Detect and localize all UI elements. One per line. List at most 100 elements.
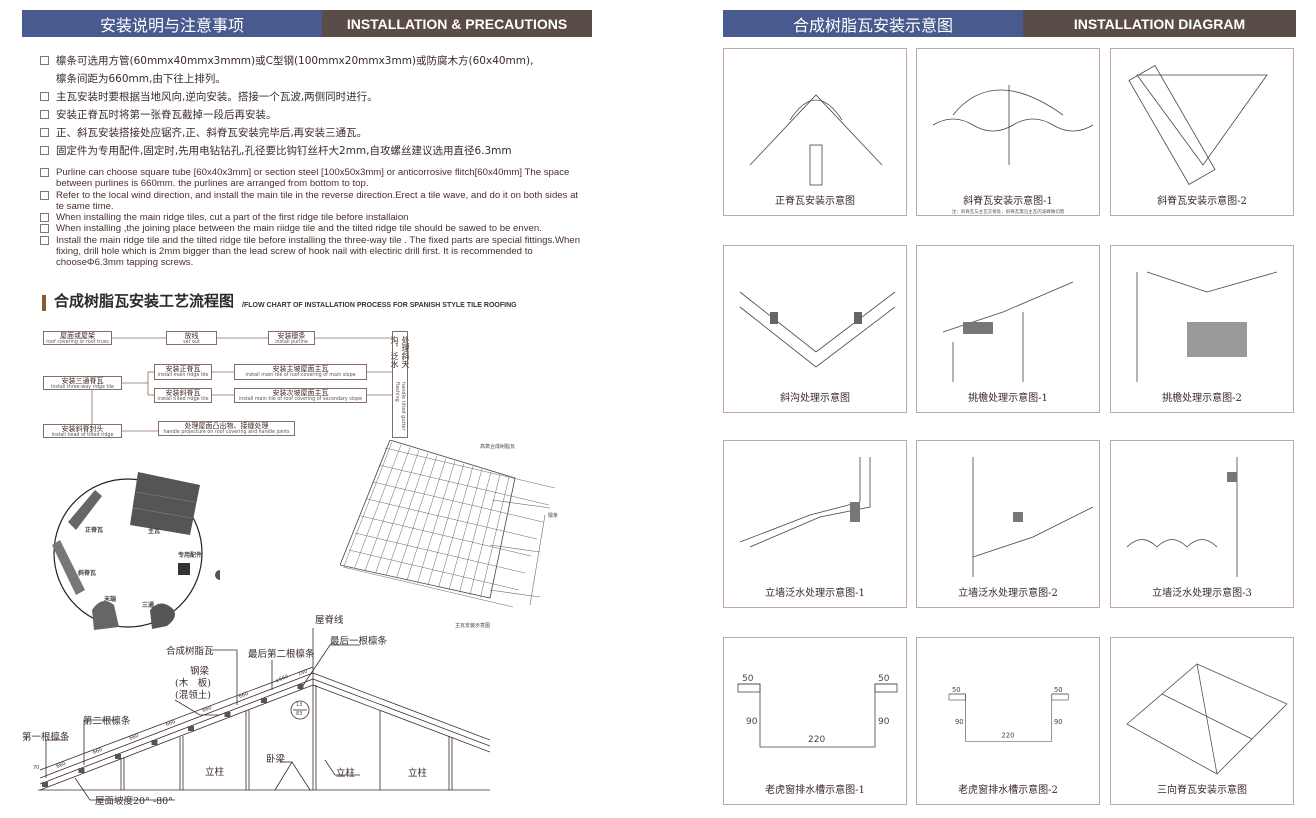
purlin-mark bbox=[261, 698, 267, 703]
tile-column bbox=[385, 452, 429, 576]
purlin-mark bbox=[297, 684, 304, 689]
tile-column bbox=[354, 444, 402, 569]
diagram-panel: 斜脊瓦安装示意图-2 bbox=[1110, 48, 1294, 216]
diagram-panel: 挑檐处理示意图-1 bbox=[916, 245, 1100, 413]
tile-row bbox=[342, 566, 514, 608]
tile-label: 高筑合成树脂瓦 bbox=[480, 444, 516, 450]
tile-column bbox=[364, 447, 411, 571]
three-way-tile-image bbox=[150, 603, 176, 629]
purlin-mark bbox=[224, 712, 231, 717]
main-tile-image bbox=[130, 472, 200, 535]
panel-caption: 正脊瓦安装示意图 bbox=[775, 196, 855, 207]
tile-row bbox=[348, 549, 520, 591]
diagram-panel: 立墙泛水处理示意图-2 bbox=[916, 440, 1100, 608]
fitting-image bbox=[178, 563, 190, 575]
purlin-mark bbox=[188, 726, 194, 731]
note-cn-item: 安装正脊瓦时将第一张脊瓦截掉一段后再安装。 bbox=[40, 106, 533, 124]
checkbox-icon bbox=[40, 92, 49, 101]
tile-column bbox=[480, 477, 510, 598]
technical-drawing bbox=[739, 457, 871, 548]
panel-caption: 斜脊瓦安装示意图-1 bbox=[963, 196, 1053, 207]
notes-cn: 檩条可选用方管(60mmx40mmx3mmm)或C型钢(100mmx20mmx3… bbox=[40, 52, 533, 160]
diagram-panel: 挑檐处理示意图-2 bbox=[1110, 245, 1294, 413]
tile-column bbox=[448, 468, 483, 591]
tile-row bbox=[360, 515, 532, 557]
tile-column bbox=[417, 460, 456, 583]
note-en-item: Install the main ridge tile and the tilt… bbox=[40, 235, 585, 269]
flange-dim: 50 bbox=[1054, 686, 1063, 694]
flowchart-title: 合成树脂瓦安装工艺流程图 /FLOW CHART OF INSTALLATION… bbox=[42, 290, 517, 311]
technical-drawing bbox=[972, 457, 1094, 577]
diagram-panel: 正脊瓦安装示意图 bbox=[723, 48, 907, 216]
checkbox-icon bbox=[40, 168, 49, 177]
part-label: 主瓦 bbox=[148, 528, 161, 535]
panel-caption: 老虎窗排水槽示意图-2 bbox=[958, 785, 1058, 796]
panel-caption: 立墙泛水处理示意图-2 bbox=[958, 588, 1058, 599]
tile-row bbox=[366, 498, 538, 540]
spacing-dim: 660 bbox=[238, 691, 249, 700]
diagram-panel: 立墙泛水处理示意图-3 bbox=[1110, 440, 1294, 608]
panel-caption: 三向脊瓦安装示意图 bbox=[1157, 785, 1247, 796]
technical-drawing bbox=[1128, 64, 1268, 186]
panel-note: 注：斜脊瓦与主瓦交接处，斜脊瓦需沿主瓦的波峰做切割 bbox=[951, 210, 1065, 215]
right-header-cn: 合成树脂瓦安装示意图 bbox=[723, 10, 1023, 37]
tile-column bbox=[427, 463, 465, 586]
tile-column bbox=[375, 450, 420, 574]
note-cn-item: 固定件为专用配件,固定时,先用电钻钻孔,孔径要比钩钉丝杆大2mm,自攻螺丝建议选… bbox=[40, 142, 533, 160]
tile-row bbox=[372, 481, 544, 523]
checkbox-icon bbox=[40, 110, 49, 119]
column-label: 立柱 bbox=[205, 767, 225, 778]
last-purlin-label: 最后一根檩条 bbox=[330, 636, 388, 647]
end-tile-image bbox=[92, 601, 119, 630]
note-en-item: Refer to the local wind direction, and i… bbox=[40, 190, 585, 213]
panel-caption: 立墙泛水处理示意图-1 bbox=[765, 588, 865, 599]
spacing-dim: 660 bbox=[129, 733, 140, 742]
spacing-dim: 660 bbox=[165, 719, 176, 728]
ratio-top: 13 bbox=[296, 702, 303, 708]
part-label: 斜脊瓦 bbox=[78, 570, 97, 577]
tile-column bbox=[343, 441, 393, 567]
purlin-mark bbox=[115, 754, 121, 759]
note-en-item: When installing the main ridge tiles, cu… bbox=[40, 212, 585, 223]
part-label: 专用配件 bbox=[178, 552, 203, 559]
spacing-dim: 660 bbox=[202, 705, 213, 714]
diagram-panel: 斜沟处理示意图 bbox=[723, 245, 907, 413]
depth-dim: 90 bbox=[1054, 718, 1063, 726]
note-cn-continuation: 檩条间距为660mm,由下往上排列。 bbox=[56, 73, 226, 85]
resin-tile-label: 合成树脂瓦 bbox=[166, 646, 214, 657]
title-bar bbox=[42, 295, 46, 311]
purlin-mark bbox=[78, 768, 85, 773]
technical-drawing bbox=[749, 94, 883, 186]
depth-dim: 90 bbox=[955, 718, 964, 726]
left-header: 安装说明与注意事项 INSTALLATION & PRECAUTIONS bbox=[22, 10, 592, 37]
flange-dim: 50 bbox=[742, 674, 754, 684]
diagram-panel: 斜脊瓦安装示意图-1 注：斜脊瓦与主瓦交接处，斜脊瓦需沿主瓦的波峰做切割 bbox=[916, 48, 1100, 216]
left-header-en: INSTALLATION & PRECAUTIONS bbox=[322, 10, 592, 37]
tile-row bbox=[384, 447, 556, 489]
eave-dim: 70 bbox=[33, 765, 40, 771]
panel-caption: 斜脊瓦安装示意图-2 bbox=[1157, 196, 1247, 207]
tile-dim-label: 檩条 bbox=[548, 513, 559, 519]
note-en-item: Purline can choose square tube [60x40x3m… bbox=[40, 167, 585, 190]
ridge-line-label: 屋脊线 bbox=[315, 615, 344, 626]
panel-caption: 挑檐处理示意图-2 bbox=[1162, 393, 1242, 404]
tile-caption: 主瓦安装示意图 bbox=[455, 623, 491, 629]
technical-drawing bbox=[932, 85, 1094, 165]
tile-row bbox=[378, 464, 550, 506]
right-header-en: INSTALLATION DIAGRAM bbox=[1023, 10, 1296, 37]
checkbox-icon bbox=[40, 190, 49, 200]
flange-dim: 50 bbox=[878, 674, 890, 684]
second-purlin-label: 第二根檩条 bbox=[83, 716, 131, 727]
tile-column bbox=[396, 455, 438, 579]
diagram-panel: 立墙泛水处理示意图-1 bbox=[723, 440, 907, 608]
